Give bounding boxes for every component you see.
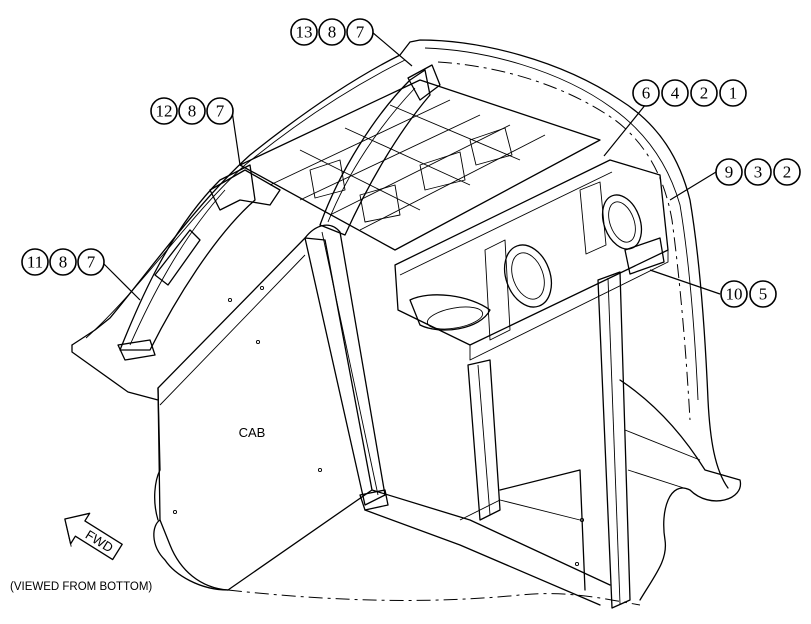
callout-9-3-2: 9 3 2 (715, 158, 801, 186)
cab-label: CAB (239, 425, 266, 440)
callout-number: 7 (356, 23, 365, 42)
callout-number: 2 (783, 163, 792, 182)
callout-number: 8 (328, 23, 337, 42)
callout-number: 10 (726, 285, 743, 304)
callout-number: 6 (642, 84, 651, 103)
center-pillar (304, 224, 389, 511)
cab-right-frame (227, 271, 742, 609)
callout-number: 7 (87, 253, 96, 272)
view-note: (VIEWED FROM BOTTOM) (10, 581, 152, 593)
roof-underside (239, 79, 601, 251)
roof-shell (71, 39, 729, 489)
callout-number: 5 (759, 285, 768, 304)
callout-number: 11 (27, 253, 43, 272)
leader-lines (101, 31, 721, 301)
callout-12-8-7: 12 8 7 (150, 97, 234, 125)
left-duct (117, 164, 281, 361)
callout-6-4-2-1: 6 4 2 1 (632, 79, 747, 107)
callout-number: 7 (216, 102, 225, 121)
callout-number: 13 (296, 23, 313, 42)
callout-number: 3 (754, 163, 763, 182)
callout-13-8-7: 13 8 7 (290, 18, 374, 46)
callout-number: 8 (59, 253, 68, 272)
cab-left-panel (153, 237, 373, 591)
center-duct (319, 64, 441, 236)
callout-number: 9 (725, 163, 734, 182)
fwd-arrow: FWD (64, 512, 123, 561)
callout-number: 2 (700, 84, 709, 103)
callout-number: 4 (671, 84, 680, 103)
callout-number: 12 (156, 102, 173, 121)
callout-number: 8 (188, 102, 197, 121)
callout-11-8-7: 11 8 7 (21, 248, 105, 276)
speaker-console (394, 159, 669, 361)
callout-10-5: 10 5 (720, 280, 777, 308)
callout-number: 1 (729, 84, 738, 103)
